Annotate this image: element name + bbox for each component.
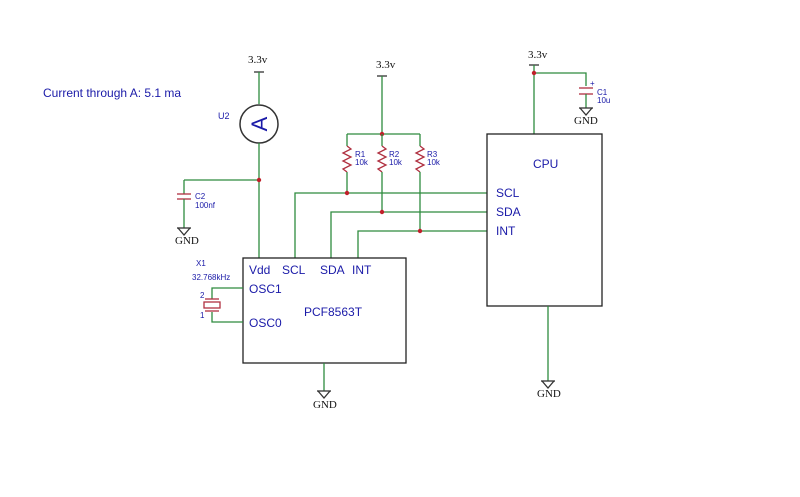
rtc-pin-scl: SCL (282, 263, 306, 277)
c1-value: 10u (597, 96, 610, 105)
wire-int (357, 230, 487, 258)
supply-label: 3.3v (376, 59, 396, 71)
gnd-label-cpu: GND (537, 388, 561, 400)
supply-label: 3.3v (248, 54, 268, 66)
r1-ref: R1 (355, 150, 366, 159)
ammeter-ref: U2 (218, 111, 230, 121)
ammeter-u2[interactable]: U2 A (218, 104, 279, 258)
capacitor-c2[interactable]: C2 100nf GND (175, 180, 216, 247)
supply-3v3-pullups: 3.3v (347, 59, 420, 137)
r1-value: 10k (355, 158, 369, 167)
capacitor-c1[interactable]: + C1 10u GND (574, 79, 610, 127)
rtc-pin-sda: SDA (320, 263, 345, 277)
current-annotation: Current through A: 5.1 ma (43, 86, 181, 100)
supply-label: 3.3v (528, 49, 548, 61)
rtc-pin-int: INT (352, 263, 372, 277)
resistor-r3[interactable]: R3 10k (414, 134, 441, 231)
x1-ref: X1 (196, 259, 206, 268)
crystal-x1[interactable]: X1 32.768kHz 2 1 (192, 259, 243, 323)
r3-ref: R3 (427, 150, 438, 159)
ammeter-symbol: A (247, 116, 272, 131)
supply-3v3-cpu: 3.3v (528, 49, 587, 134)
cpu-body (486, 133, 603, 307)
cpu-pin-sda: SDA (496, 205, 521, 219)
cpu-pin-int: INT (496, 224, 516, 238)
rtc-title: PCF8563T (304, 305, 363, 319)
cpu-block[interactable]: CPU SCL SDA INT GND (486, 133, 603, 400)
junction-node (256, 177, 262, 183)
gnd-label-c2: GND (175, 235, 199, 247)
x1-value: 32.768kHz (192, 273, 230, 282)
x1-pin2: 2 (200, 291, 205, 300)
c1-polarity: + (590, 79, 595, 88)
resistor-r1[interactable]: R1 10k (341, 134, 369, 193)
wire-sda (330, 211, 487, 258)
c2-value: 100nf (195, 201, 216, 210)
gnd-label-rtc: GND (313, 399, 337, 411)
c2-ref: C2 (195, 192, 206, 201)
rtc-block[interactable]: Vdd SCL SDA INT OSC1 OSC0 PCF8563T GND (242, 257, 407, 411)
r3-value: 10k (427, 158, 441, 167)
resistor-r2[interactable]: R2 10k (376, 134, 403, 212)
rtc-pin-vdd: Vdd (249, 263, 270, 277)
r2-ref: R2 (389, 150, 400, 159)
supply-3v3-ammeter: 3.3v (248, 54, 268, 104)
gnd-label-c1: GND (574, 115, 598, 127)
cpu-title: CPU (533, 157, 558, 171)
cpu-pin-scl: SCL (496, 186, 520, 200)
x1-pin1: 1 (200, 311, 205, 320)
rtc-pin-osc1: OSC1 (249, 282, 282, 296)
bus-wires (294, 190, 487, 258)
wire-scl (294, 192, 487, 258)
r2-value: 10k (389, 158, 403, 167)
c1-ref: C1 (597, 88, 608, 97)
rtc-pin-osc0: OSC0 (249, 316, 282, 330)
